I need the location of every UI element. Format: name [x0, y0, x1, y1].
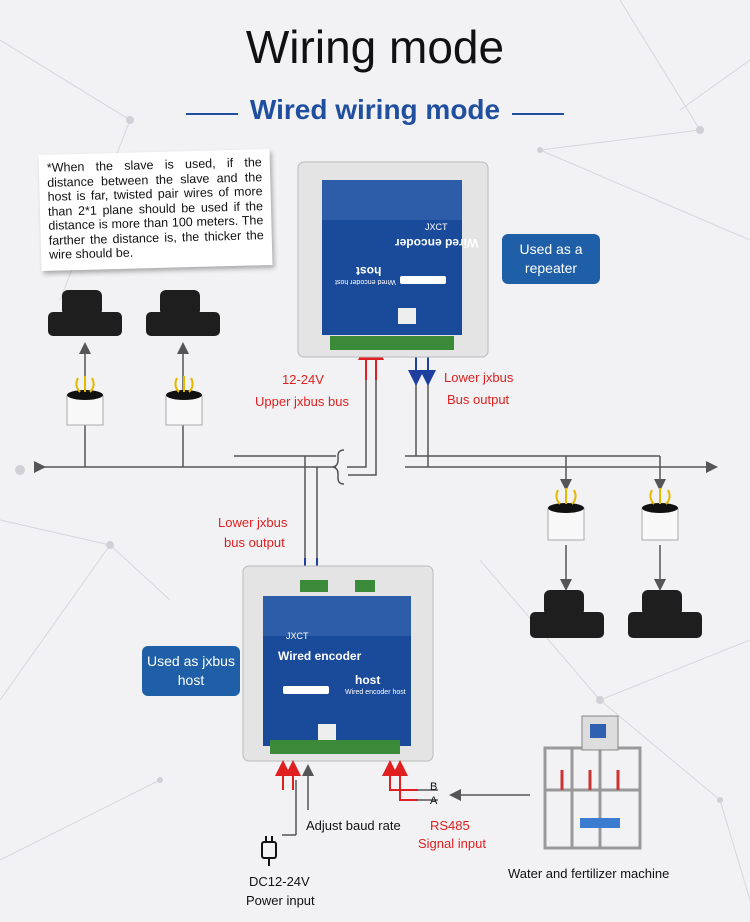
host-device-name: Wired encoder: [278, 649, 362, 663]
machine-label: Water and fertilizer machine: [508, 866, 670, 881]
upper-bus-label: Upper jxbus bus: [255, 394, 349, 409]
host-brand: JXCT: [286, 631, 309, 641]
lower-bus-output-label-1: Lower jxbus: [444, 370, 514, 385]
baud-rate-label: Adjust baud rate: [306, 818, 401, 833]
fertilizer-machine-icon: [543, 746, 642, 850]
rs485-label: RS485: [430, 818, 470, 833]
subtitle-rule-right: [512, 113, 564, 115]
valve-icon: [48, 290, 702, 638]
host-badge: Used as jxbus host: [142, 646, 240, 696]
repeater-device-name: Wired encoder: [395, 236, 479, 250]
host-lower-bus-label-2: bus output: [224, 535, 285, 550]
terminal-b-label: B: [430, 781, 438, 793]
signal-input-label: Signal input: [418, 836, 486, 851]
sensor-icon: [547, 487, 585, 541]
jxbus-line: [34, 342, 718, 591]
subtitle-rule-left: [186, 113, 238, 115]
host-device-sub: Wired encoder host: [345, 689, 406, 696]
upper-voltage-label: 12-24V: [282, 372, 324, 387]
repeater-device-sub: Wired encoder host: [335, 278, 396, 285]
sensor-icon: [641, 488, 679, 541]
sensor-icon: [165, 376, 203, 426]
page-title: Wiring mode: [245, 21, 505, 73]
power-voltage-label: DC12-24V: [249, 874, 310, 889]
repeater-device-role: host: [356, 264, 382, 278]
host-device: [242, 565, 434, 762]
page-subtitle: Wired wiring mode: [249, 94, 501, 125]
power-input-label: Power input: [246, 893, 315, 908]
repeater-brand: JXCT: [425, 222, 448, 232]
repeater-badge: Used as a repeater: [502, 234, 600, 284]
repeater-device: [297, 161, 489, 358]
power-plug-icon: [261, 836, 277, 866]
terminal-a-label: A: [430, 795, 438, 807]
host-device-role: host: [355, 673, 381, 687]
host-lower-bus-label-1: Lower jxbus: [218, 515, 288, 530]
lower-bus-output-label-2: Bus output: [447, 392, 510, 407]
sensor-icon: [66, 376, 104, 426]
